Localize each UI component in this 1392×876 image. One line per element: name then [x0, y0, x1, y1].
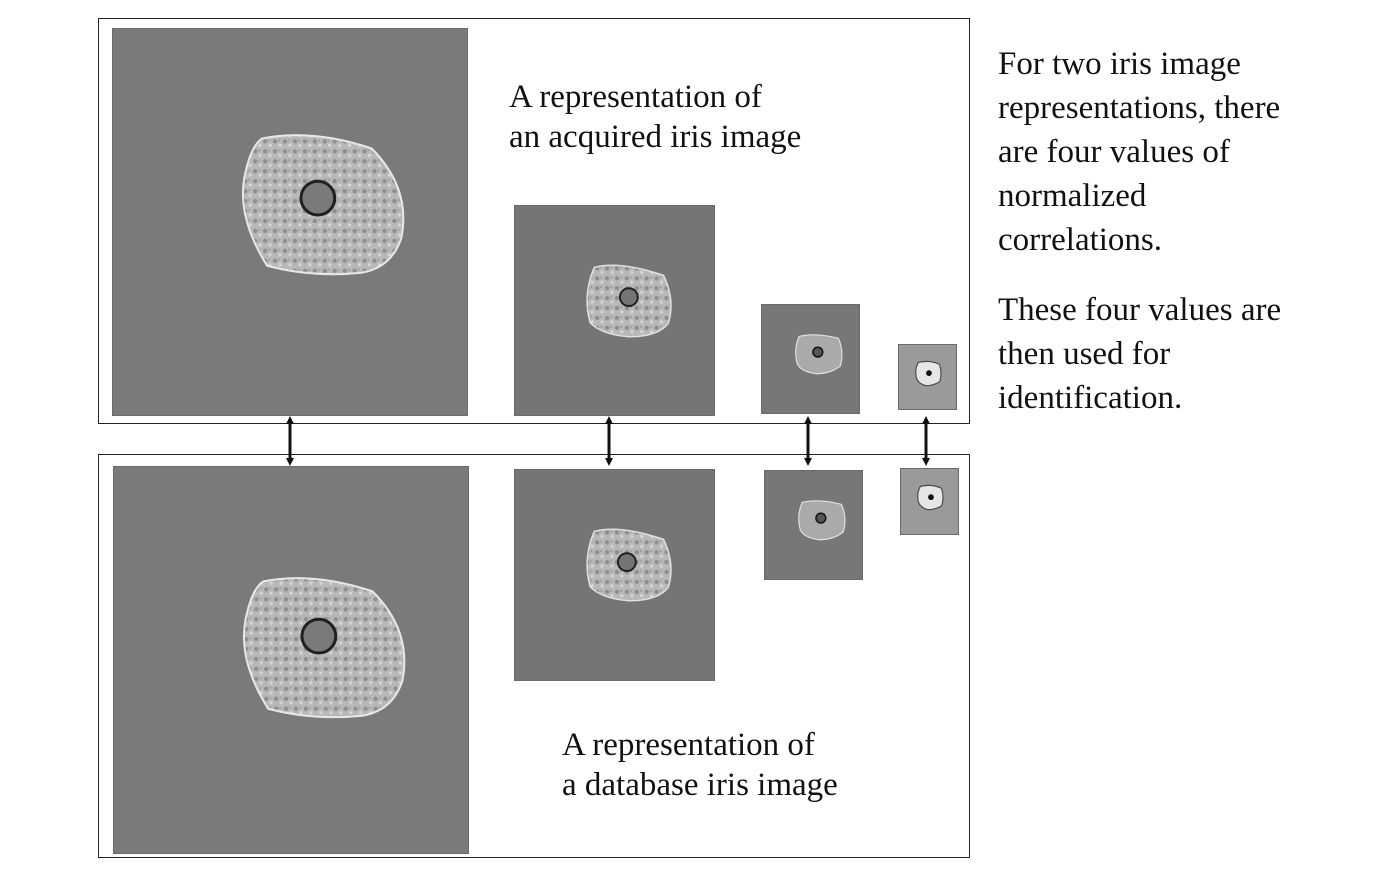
- explanation-line: For two iris image: [998, 46, 1241, 82]
- database-iris-panel: A representation of a database iris imag…: [98, 454, 970, 858]
- explanation-paragraph-1: For two iris image representations, ther…: [998, 42, 1378, 262]
- acquired-caption-line-2: an acquired iris image: [509, 119, 802, 155]
- acquired-iris-level-2-image: [514, 205, 715, 416]
- acquired-iris-level-4-image: [898, 344, 957, 410]
- explanation-line: These four values are: [998, 292, 1282, 328]
- acquired-iris-level-1-image: [112, 28, 468, 416]
- explanation-line: identification.: [998, 380, 1183, 416]
- iris-representation-icon: [114, 467, 468, 853]
- database-caption-line-1: A representation of: [562, 727, 815, 763]
- explanation-line: correlations.: [998, 222, 1163, 258]
- iris-representation-icon: [113, 29, 467, 415]
- acquired-iris-caption: A representation of an acquired iris ima…: [509, 77, 801, 157]
- acquired-iris-panel: A representation of an acquired iris ima…: [98, 18, 970, 424]
- database-iris-level-1-image: [113, 466, 469, 854]
- explanation-text: For two iris image representations, ther…: [998, 42, 1378, 420]
- iris-representation-icon: [515, 470, 714, 680]
- database-caption-line-2: a database iris image: [562, 767, 838, 803]
- explanation-line: then used for: [998, 336, 1171, 372]
- iris-representation-icon: [765, 471, 862, 579]
- explanation-line: normalized: [998, 178, 1147, 214]
- explanation-line: representations, there: [998, 90, 1281, 126]
- database-iris-level-3-image: [764, 470, 863, 580]
- database-iris-level-4-image: [900, 468, 959, 535]
- explanation-line: are four values of: [998, 134, 1230, 170]
- database-iris-level-2-image: [514, 469, 715, 681]
- iris-representation-icon: [899, 345, 956, 409]
- iris-representation-icon: [515, 206, 714, 415]
- explanation-paragraph-2: These four values are then used for iden…: [998, 288, 1378, 420]
- iris-representation-icon: [762, 305, 859, 413]
- acquired-caption-line-1: A representation of: [509, 79, 762, 115]
- acquired-iris-level-3-image: [761, 304, 860, 414]
- database-iris-caption: A representation of a database iris imag…: [562, 725, 838, 805]
- iris-representation-icon: [901, 469, 958, 534]
